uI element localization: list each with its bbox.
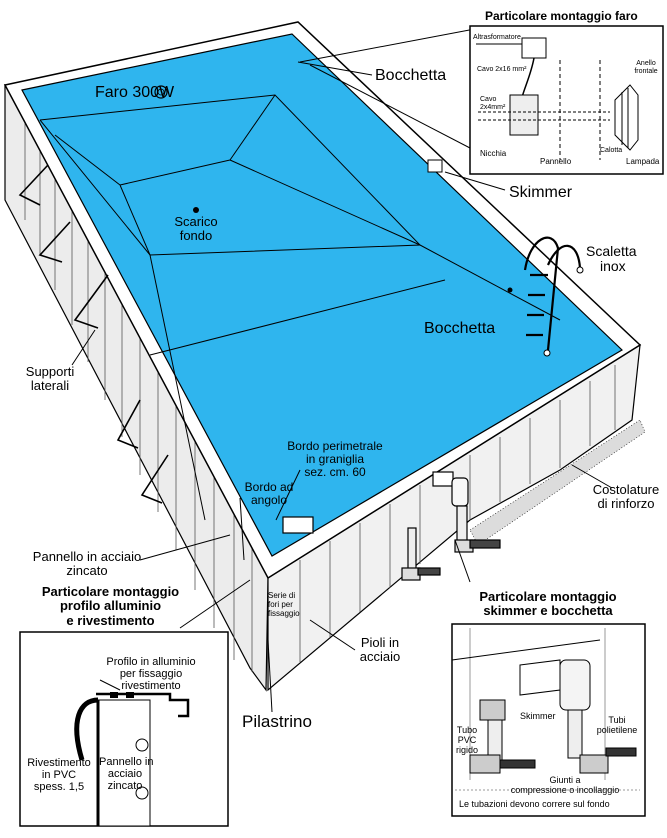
profilo-rivestimento-label: Rivestimento in PVC spess. 1,5 <box>27 757 91 794</box>
skimmer-detail-tubo: Tubo PVC rigido <box>455 725 478 755</box>
skimmer-rim-icon <box>427 159 443 173</box>
label-bocchetta-mid: Bocchetta <box>424 320 496 337</box>
pool-floor-lines <box>39 94 561 521</box>
faro-cavo1: Cavo 2x16 mm² <box>477 66 527 73</box>
skimmer-detail-nota: Le tubazioni devono correre sul fondo <box>459 799 610 809</box>
label-supporti: Supporti laterali <box>25 364 75 394</box>
label-skimmer: Skimmer <box>509 184 573 201</box>
profilo-detail-drawing <box>19 631 229 827</box>
front-plumbing <box>282 471 501 581</box>
faro-lampada: Lampada <box>626 157 660 166</box>
label-serie-fori: Serie di fori per fissaggio <box>268 591 300 618</box>
skimmer-detail-tubi: Tubi polietilene <box>596 715 638 735</box>
faro-detail-drawing <box>469 25 664 175</box>
gravel-strip <box>469 419 646 546</box>
profilo-detail-title: Particolare montaggio profilo alluminio … <box>41 584 180 628</box>
label-bordo-angolo: Bordo ad angolo <box>244 480 294 508</box>
profilo-pannello-label: Pannello in acciaio zincato <box>99 756 154 793</box>
ladder-icon <box>523 236 582 351</box>
drain-dot <box>193 207 199 213</box>
label-pilastrino: Pilastrino <box>242 712 312 731</box>
faro-nicchia: Nicchia <box>480 149 507 158</box>
label-faro: Faro 300W <box>95 84 175 101</box>
leader-lines <box>71 27 613 713</box>
faro-cavo2: Cavo 2x4mm² <box>480 96 506 111</box>
skimmer-detail-skimmer: Skimmer <box>520 711 556 721</box>
side-supports <box>18 164 169 504</box>
faro-calotta: Calotta <box>600 147 623 154</box>
faro-anello: Anello frontale <box>634 60 658 75</box>
label-bocchetta-top: Bocchetta <box>375 67 447 84</box>
skimmer-detail-drawing <box>451 623 646 817</box>
pool-walls <box>4 83 646 692</box>
faro-detail-title: Particolare montaggio faro <box>485 9 638 23</box>
water-surface <box>21 33 623 557</box>
inlet-dot <box>507 287 513 293</box>
skimmer-detail-giunti: Giunti a compressione o incollaggio <box>510 775 620 795</box>
label-pannello: Pannello in acciaio zincato <box>32 549 142 579</box>
light-icon <box>154 85 168 99</box>
skimmer-detail-title: Particolare montaggio skimmer e bocchett… <box>479 589 617 619</box>
label-scaletta: Scaletta inox <box>586 243 637 275</box>
faro-trasformatore: Altrasformatore <box>473 34 521 41</box>
label-scarico: Scarico fondo <box>174 214 218 244</box>
label-pioli: Pioli in acciaio <box>359 635 401 665</box>
profilo-alluminio-label: Profilo in alluminio per fissaggio rives… <box>106 656 196 693</box>
label-costolature: Costolature di rinforzo <box>592 482 660 512</box>
label-bordo-perimetrale: Bordo perimetrale in graniglia sez. cm. … <box>287 439 383 480</box>
faro-pannello: Pannello <box>540 157 572 166</box>
